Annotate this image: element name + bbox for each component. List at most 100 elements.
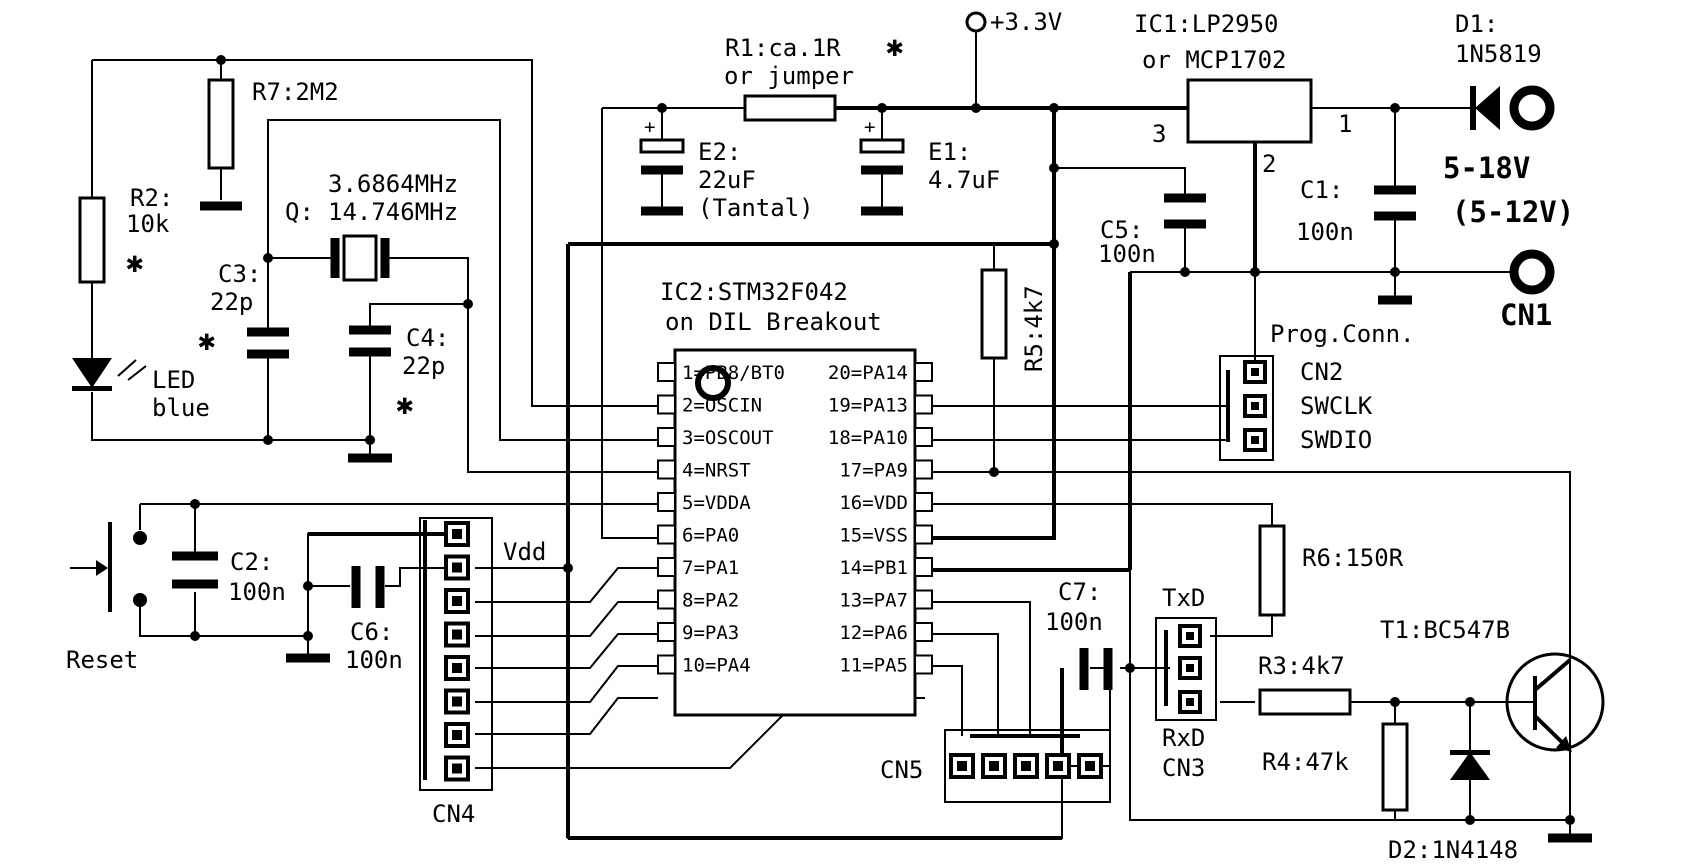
crystal-freq1: 3.6864MHz [328,170,458,198]
r1-name: R1:ca.1R [725,34,841,62]
ic2-pin-stub [657,524,676,545]
cn1-terminal [1509,249,1555,295]
r6-label: R6:150R [1302,544,1404,572]
cn4-pin-contact [452,629,462,640]
ic2-pin-stub [657,557,676,577]
cn5-housing [944,729,1111,803]
reset-label: Reset [66,646,138,674]
c4-capacitor [349,325,391,357]
cn4-housing [419,517,493,791]
r1-marker: ✱ [886,29,903,63]
cn5-pin-contact [1021,761,1031,771]
ic2-pin-stub [657,459,676,480]
c5-name: C5: [1100,216,1143,244]
ic2-pin-label: 2=OSCIN [682,395,762,417]
cn3-housing [1155,617,1217,721]
r2-marker: ✱ [126,245,143,279]
e2-value: 22uF [698,166,756,194]
c3-marker: ✱ [198,323,215,357]
ic2-pin-label: 7=PA1 [682,557,739,579]
cn5-pin-contact [1085,761,1095,771]
ic1-pin1: 1 [1338,110,1352,138]
cn5-pin-contact [957,761,967,771]
c2-name: C2: [230,548,273,576]
ic2-pin-stub [914,589,933,610]
r5-label: R5:4k7 [1020,285,1048,372]
ic2-pin-stub [657,427,676,447]
c7-name: C7: [1058,578,1101,606]
ic2-title: IC2:STM32F042 [660,278,848,306]
c3-name: C3: [218,260,261,288]
cn5-pin-contact [989,761,999,771]
e2-note: (Tantal) [698,194,814,222]
ic2-pin-stub [914,394,933,415]
e1-plus: + [864,116,875,138]
c5-value: 100n [1098,240,1156,268]
cn4-pin-contact [452,763,462,774]
ic1-name: IC1:LP2950 [1134,10,1279,38]
c1-capacitor [1374,185,1416,305]
crystal-freq2: 14.746MHz [328,198,458,226]
cn4-label: CN4 [432,800,475,828]
cn3-pins [1178,624,1202,714]
r7-resistor [207,78,235,170]
ic2-pin-stub [914,524,933,545]
cn3-label: CN3 [1162,754,1205,782]
vdd-label: Vdd [503,538,546,566]
ic2-pin-label: 8=PA2 [682,590,739,612]
cn5-pins [949,753,1103,779]
rxd-label: RxD [1162,724,1205,752]
ic2-subtitle: on DIL Breakout [665,308,882,336]
vplus-terminal [965,11,987,33]
r4-label: R4:47k [1262,748,1349,776]
cn4-pin-contact [452,730,462,740]
ic2-pins: 1=PB8/BT02=OSCIN3=OSCOUT4=NRST5=VDDA6=PA… [657,362,933,677]
junctions [190,55,1575,825]
vplus-label: +3.3V [990,8,1062,36]
prog-conn-label: Prog.Conn. [1270,320,1415,348]
ic2-pin-label: 20=PA14 [828,362,908,384]
ic2-pin-stub [657,492,676,512]
ic2-package [673,348,917,717]
cn4-pin-contact [452,596,462,606]
ic2-pin-stub [914,362,933,382]
d1-name: D1: [1455,10,1498,38]
c6-name: C6: [350,618,393,646]
cn4-pin-contact [452,663,462,673]
ic2-pin-stub [914,492,933,512]
supply-range-alt: (5-12V) [1452,195,1574,229]
r3-label: R3:4k7 [1258,652,1345,680]
ic2-pin-label: 13=PA7 [839,590,908,612]
ic2-pin-stub [914,427,933,447]
c4-name: C4: [406,324,449,352]
led-line1: LED [152,366,195,394]
r7-label: R7:2M2 [252,78,339,106]
ic2-pin-label: 12=PA6 [839,622,908,644]
e1-name: E1: [928,138,971,166]
ic1-pin3: 3 [1152,120,1166,148]
r2-name: R2: [130,184,173,212]
r5-resistor [980,268,1008,360]
ic2-pin-label: 15=VSS [839,525,908,547]
led-line2: blue [152,394,210,422]
ic2-pin-label: 14=PB1 [839,557,908,579]
r1-resistor [743,94,837,122]
d2-diode-symbol [1450,750,1490,780]
ic2-pin-label: 16=VDD [839,492,908,514]
c3-capacitor [247,327,289,359]
d1-diode-symbol [1470,85,1555,131]
c2-value: 100n [228,578,286,606]
c7-capacitor [1079,648,1113,690]
cn4-pins [444,521,470,782]
swclk-label: SWCLK [1300,392,1373,420]
ic2-pin-stub [914,654,933,675]
ic2-pin-label: 10=PA4 [682,655,751,677]
led-symbol [72,358,147,391]
ic2-pin-label: 19=PA13 [828,395,908,417]
c2-capacitor [172,551,218,589]
ic1-alt: or MCP1702 [1142,46,1287,74]
ic2-pin-stub [657,362,676,382]
txd-label: TxD [1162,584,1205,612]
crystal-name: Q: [285,198,314,226]
